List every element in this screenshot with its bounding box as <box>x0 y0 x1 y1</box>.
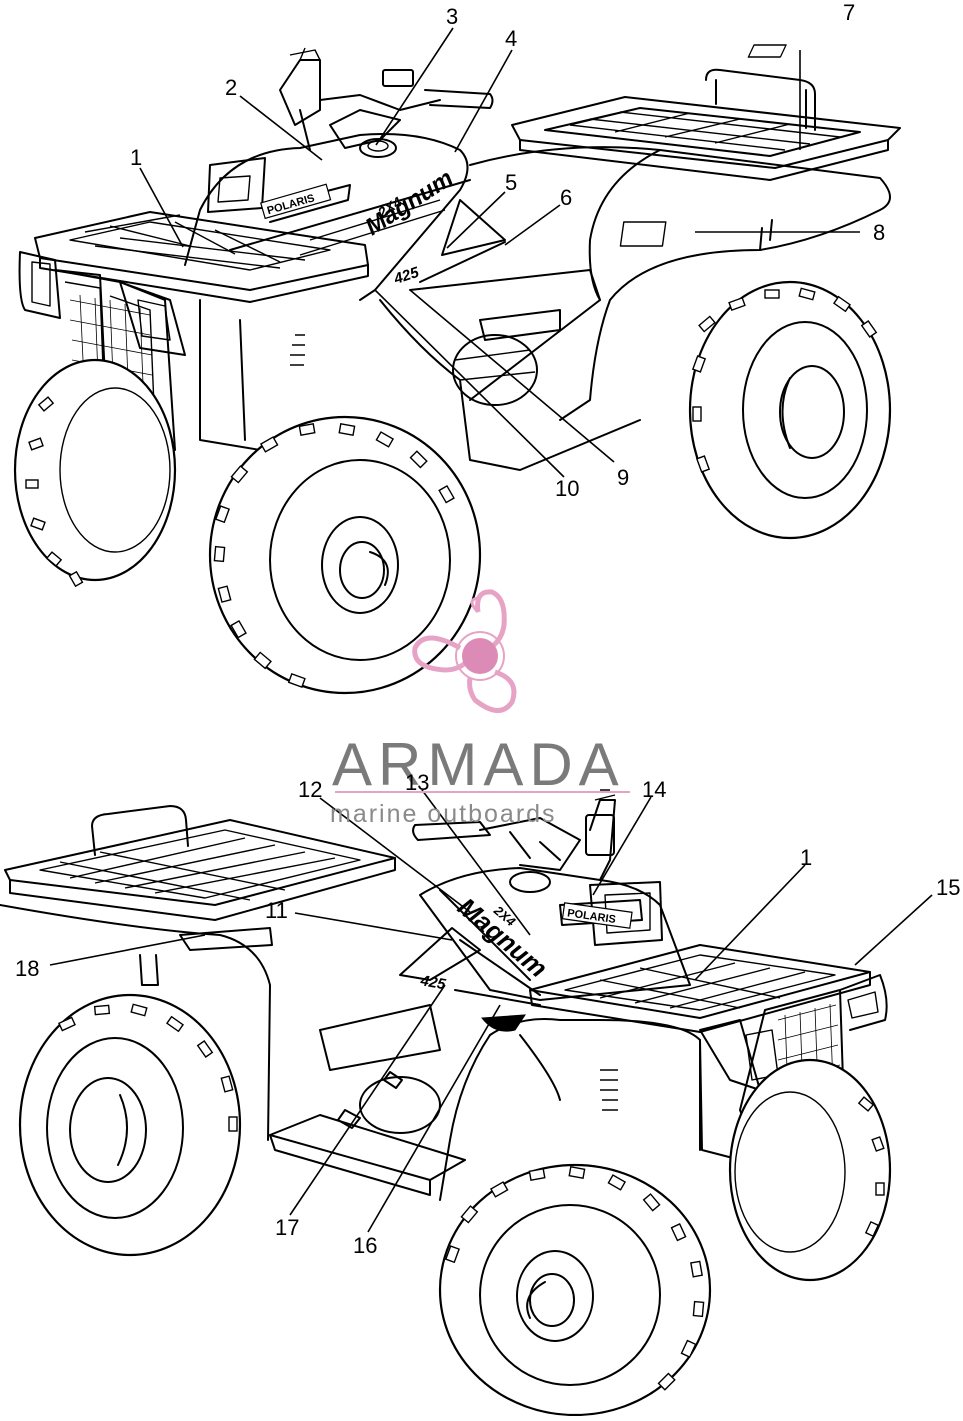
leader-3 <box>375 27 454 146</box>
decal-text-model-top: Magnum <box>361 165 458 241</box>
leader-2 <box>239 95 323 161</box>
decal-model-top: Magnum <box>361 165 458 241</box>
leader-15 <box>854 894 933 966</box>
rear-fender <box>469 146 891 421</box>
front-left-wheel-bottom <box>438 1163 712 1417</box>
atv-bottom-view: Magnum 2X4 425 POLARIS <box>0 789 892 1417</box>
front-right-wheel <box>208 415 482 695</box>
rear-right-wheel <box>688 280 892 540</box>
watermark-name: ARMADA <box>332 731 625 798</box>
callout-18: 18 <box>15 956 39 981</box>
leader-10 <box>374 289 565 478</box>
decal-panel-top <box>441 199 506 256</box>
leader-5 <box>446 191 506 249</box>
callout-1b: 1 <box>800 845 812 870</box>
callout-9: 9 <box>617 465 629 490</box>
armada-watermark: ARMADA marine outboards <box>330 589 630 828</box>
decal-7-top <box>747 44 787 58</box>
callout-14: 14 <box>642 777 666 802</box>
footboard-bottom <box>269 1004 466 1196</box>
decal-panel-bottom <box>399 927 481 981</box>
fuel-tank <box>184 133 471 301</box>
callout-1a: 1 <box>130 145 142 170</box>
front-right-wheel-bottom <box>728 1058 892 1282</box>
propeller-icon <box>412 589 517 713</box>
callouts: 1 2 3 4 5 6 7 8 9 10 11 12 13 14 1 15 16… <box>15 0 960 1258</box>
leader-13 <box>421 789 531 936</box>
decal-knee-bottom <box>481 1014 526 1032</box>
callout-3: 3 <box>446 4 458 29</box>
atv-top-view: Magnum 2X4 425 POLARIS <box>13 44 901 695</box>
callout-16: 16 <box>353 1233 377 1258</box>
callout-15: 15 <box>936 875 960 900</box>
leader-lines <box>49 27 933 1233</box>
leader-4 <box>454 49 513 153</box>
callout-8: 8 <box>873 220 885 245</box>
rear-rack <box>511 68 901 181</box>
leader-14 <box>592 796 652 896</box>
handlebars-bottom <box>412 789 616 881</box>
decal-stripe-top <box>419 241 506 283</box>
leader-17 <box>289 984 446 1216</box>
front-rack-bottom <box>529 944 871 1033</box>
callout-7: 7 <box>843 0 855 25</box>
watermark-tagline: marine outboards <box>330 800 557 828</box>
decal-text-engine-bottom: 425 <box>418 972 447 993</box>
rear-fender-bottom <box>0 904 273 1141</box>
callout-11: 11 <box>265 898 288 923</box>
rear-rack-bottom <box>4 805 396 921</box>
callout-12: 12 <box>298 777 322 802</box>
leader-1a <box>139 167 184 248</box>
center-frame <box>199 269 641 471</box>
callout-13: 13 <box>405 770 429 795</box>
decal-stripe-bottom <box>454 989 541 1006</box>
callout-2: 2 <box>225 75 237 100</box>
rear-left-wheel <box>18 993 242 1257</box>
leader-12 <box>319 797 471 913</box>
leader-9 <box>409 289 615 463</box>
callout-10: 10 <box>555 476 579 501</box>
decal-engine-top: 425 <box>391 264 422 288</box>
decal-brand-top: POLARIS <box>260 183 332 220</box>
callout-5: 5 <box>505 170 517 195</box>
callout-4: 4 <box>505 26 517 51</box>
callout-6: 6 <box>560 185 572 210</box>
leader-18 <box>49 934 206 966</box>
leader-16 <box>367 1004 501 1233</box>
decal-text-engine-top: 425 <box>391 264 422 288</box>
leader-6 <box>504 204 561 246</box>
callout-17: 17 <box>275 1215 299 1240</box>
decal-engine-bottom: 425 <box>418 972 447 993</box>
front-left-wheel <box>13 358 177 588</box>
leader-11 <box>294 912 453 941</box>
decal-brand-bottom: POLARIS <box>561 902 633 929</box>
leader-1b <box>694 864 806 981</box>
front-rack <box>34 211 369 303</box>
handlebars <box>279 47 494 151</box>
